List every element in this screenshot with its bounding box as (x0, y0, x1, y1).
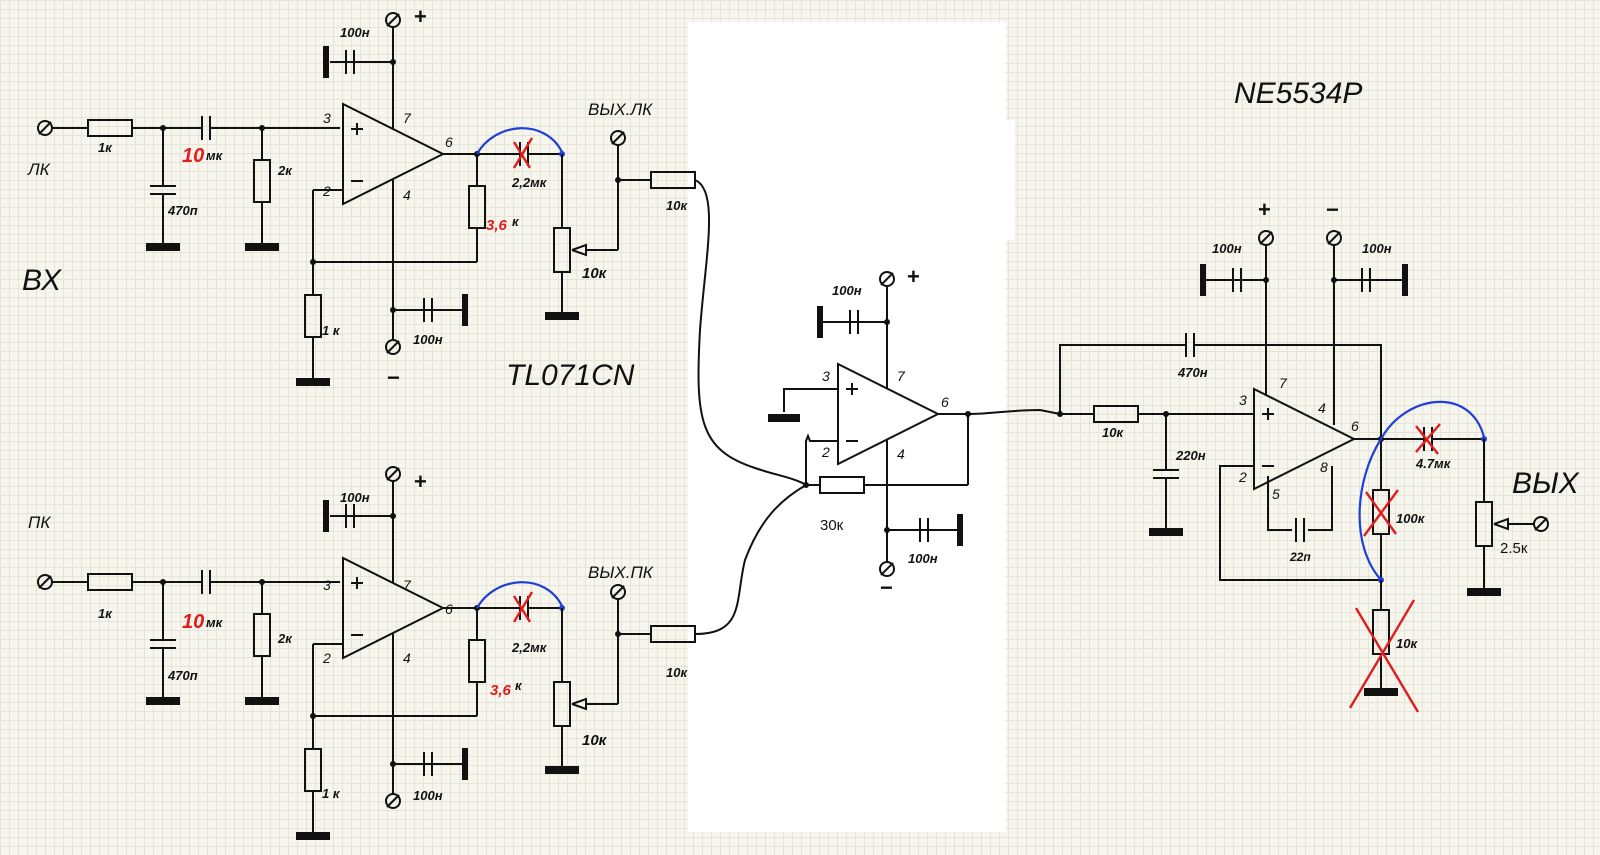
svg-text:30к: 30к (820, 517, 844, 534)
svg-text:3: 3 (1239, 392, 1247, 408)
svg-text:100н: 100н (1212, 241, 1242, 256)
svg-text:−: − (880, 575, 893, 600)
svg-text:к: к (515, 678, 523, 693)
svg-text:6: 6 (1351, 418, 1359, 434)
svg-text:мк: мк (206, 615, 224, 630)
output-stage-labels: + − 100н 100н 470н 10к 220н 3 2 7 4 6 5 … (1102, 197, 1528, 651)
label-left-channel: ЛК (27, 160, 51, 179)
svg-text:2: 2 (322, 650, 331, 666)
svg-text:7: 7 (403, 577, 412, 593)
wire-mixer-to-output (967, 408, 1061, 415)
svg-text:10: 10 (182, 611, 204, 633)
svg-text:+: + (1258, 197, 1271, 222)
svg-text:10к: 10к (582, 732, 608, 749)
svg-text:2к: 2к (277, 631, 293, 646)
label-output-group: ВЫХ (1512, 467, 1580, 500)
svg-text:4: 4 (897, 446, 905, 462)
svg-text:10: 10 (182, 145, 204, 167)
svg-text:−: − (1326, 197, 1339, 222)
svg-text:1 к: 1 к (322, 323, 341, 338)
svg-text:7: 7 (1279, 375, 1288, 391)
svg-text:100н: 100н (908, 551, 938, 566)
svg-text:100н: 100н (1362, 241, 1392, 256)
svg-text:6: 6 (941, 394, 949, 410)
svg-text:100к: 100к (1396, 511, 1426, 526)
svg-text:2,2мк: 2,2мк (511, 175, 548, 190)
mixer-labels: 100н + 3 2 7 4 6 30к 100н − (820, 264, 949, 600)
svg-text:100н: 100н (832, 283, 862, 298)
svg-text:мк: мк (206, 148, 224, 163)
label-input-group: ВХ (22, 264, 62, 297)
svg-text:10к: 10к (1396, 636, 1418, 651)
svg-text:100н: 100н (340, 490, 370, 505)
svg-text:4.7мк: 4.7мк (1415, 456, 1452, 471)
paste-patch-2 (795, 120, 1015, 240)
svg-text:4: 4 (403, 187, 411, 203)
label-chip-ne5534: NE5534P (1234, 77, 1362, 110)
svg-text:1к: 1к (98, 140, 113, 155)
svg-text:8: 8 (1320, 459, 1328, 475)
svg-text:2: 2 (1238, 469, 1247, 485)
svg-text:6: 6 (445, 601, 453, 617)
mixer-opamp (768, 271, 971, 577)
svg-text:5: 5 (1272, 486, 1280, 502)
svg-text:100н: 100н (340, 25, 370, 40)
svg-text:1к: 1к (98, 606, 113, 621)
svg-text:+: + (414, 469, 427, 494)
svg-text:10к: 10к (1102, 425, 1124, 440)
label-chip-tl071: TL071CN (506, 359, 635, 392)
channel-top-labels: ЛК 1к 10 мк 470п 2к 100н + 100н − 3 2 7 … (27, 4, 688, 390)
wire-left-to-mixer (694, 179, 807, 486)
svg-text:3,6: 3,6 (486, 217, 508, 234)
svg-text:470п: 470п (167, 668, 198, 683)
svg-text:7: 7 (897, 368, 906, 384)
svg-text:3: 3 (323, 110, 331, 126)
channel-bottom-stage (38, 467, 695, 836)
svg-text:10к: 10к (666, 198, 688, 213)
svg-text:3,6: 3,6 (490, 682, 512, 699)
svg-text:22п: 22п (1289, 550, 1311, 564)
svg-text:4: 4 (403, 650, 411, 666)
svg-text:100н: 100н (413, 788, 443, 803)
svg-text:−: − (387, 365, 400, 390)
svg-text:10к: 10к (582, 265, 608, 282)
svg-text:3: 3 (822, 368, 830, 384)
svg-text:к: к (512, 214, 520, 229)
svg-text:470н: 470н (1177, 365, 1208, 380)
svg-text:2: 2 (821, 444, 830, 460)
svg-text:+: + (907, 264, 920, 289)
svg-text:3: 3 (323, 577, 331, 593)
svg-text:6: 6 (445, 134, 453, 150)
label-out-right: ВЫХ.ПК (588, 563, 654, 582)
svg-text:2к: 2к (277, 163, 293, 178)
label-right-channel: ПК (28, 513, 51, 532)
output-stage (1057, 230, 1549, 713)
channel-bottom-labels: ПК 1к 10 мк 470п 2к 100н + 100н 3 2 7 4 … (28, 469, 688, 803)
svg-text:10к: 10к (666, 665, 688, 680)
svg-text:100н: 100н (413, 332, 443, 347)
svg-text:220н: 220н (1175, 448, 1206, 463)
label-out-left: ВЫХ.ЛК (588, 100, 653, 119)
wire-right-to-mixer (694, 484, 807, 635)
svg-text:7: 7 (403, 110, 412, 126)
svg-text:1 к: 1 к (322, 786, 341, 801)
svg-text:470п: 470п (167, 203, 198, 218)
svg-text:2,2мк: 2,2мк (511, 640, 548, 655)
channel-top-stage (38, 13, 695, 382)
svg-text:+: + (414, 4, 427, 29)
svg-text:2.5к: 2.5к (1500, 540, 1528, 557)
svg-text:4: 4 (1318, 400, 1326, 416)
svg-text:2: 2 (322, 183, 331, 199)
